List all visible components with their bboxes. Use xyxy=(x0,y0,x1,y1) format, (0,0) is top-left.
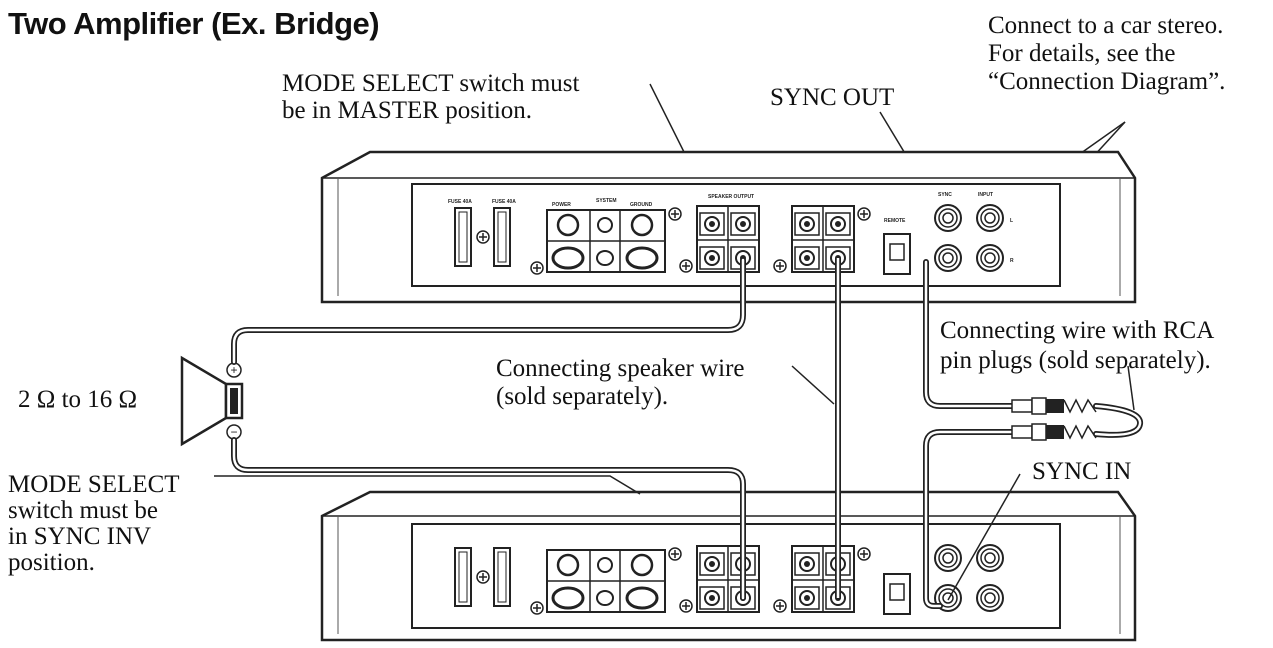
system-text: SYSTEM xyxy=(596,198,617,204)
power-text: POWER xyxy=(552,202,571,208)
sync-in-callout: SYNC IN xyxy=(1032,458,1132,485)
rca-wire-callout: Connecting wire with RCA pin plugs (sold… xyxy=(940,316,1214,376)
mode-sync-inv-line-4: position. xyxy=(8,549,95,576)
speaker-output-b xyxy=(773,205,871,273)
speaker-output-text: SPEAKER OUTPUT xyxy=(708,194,754,200)
amplifier-sync-inv xyxy=(320,490,1137,642)
mode-master-line-2: be in MASTER position. xyxy=(282,97,533,124)
speaker-wire-plus xyxy=(231,257,746,365)
mode-sync-inv-line-3: in SYNC INV xyxy=(8,523,152,550)
rca-jacks-upper: SYNC INPUT L R xyxy=(934,192,1014,272)
remote-jack: REMOTE xyxy=(883,218,911,275)
fuse-b-text: FUSE 40A xyxy=(492,199,516,205)
speaker-output-b-lower xyxy=(773,545,871,613)
plus-polarity-text: + xyxy=(230,363,237,377)
rca-wire-line-1: Connecting wire with RCA xyxy=(940,317,1215,344)
car-stereo-line-1: Connect to a car stereo. xyxy=(988,12,1224,39)
impedance-label: 2 Ω to 16 Ω xyxy=(18,386,138,413)
rca-wire-line-2: pin plugs (sold separately). xyxy=(940,347,1211,374)
remote-jack-lower xyxy=(883,573,911,615)
rca-plug-lower xyxy=(1011,423,1097,441)
leader-lines-lower xyxy=(214,365,1135,601)
car-stereo-callout: Connect to a car stereo. For details, se… xyxy=(988,12,1225,96)
amplifier-master: FUSE 40A FUSE 40A POWER SYSTEM GROUND xyxy=(320,150,1137,304)
speaker-output-a-lower xyxy=(679,545,760,613)
remote-text: REMOTE xyxy=(884,218,906,224)
power-terminal-block-lower xyxy=(530,547,682,615)
minus-polarity-text: − xyxy=(230,425,237,439)
speaker-icon: + − xyxy=(180,355,244,447)
power-terminal-block: POWER SYSTEM GROUND xyxy=(530,198,682,275)
speaker-wire-line-2: (sold separately). xyxy=(496,383,669,410)
rca-plug-upper xyxy=(1011,397,1097,415)
mode-sync-inv-line-1: MODE SELECT xyxy=(8,471,180,498)
speaker-wire-callout: Connecting speaker wire (sold separately… xyxy=(496,355,745,411)
mode-master-line-1: MODE SELECT switch must xyxy=(282,70,580,97)
sync-text: SYNC xyxy=(938,192,952,198)
speaker-wire-minus xyxy=(231,437,746,601)
mode-sync-inv-callout: MODE SELECT switch must be in SYNC INV p… xyxy=(8,472,180,576)
fuse-holders-lower xyxy=(454,547,511,607)
r-text: R xyxy=(1010,258,1014,264)
l-text: L xyxy=(1010,218,1013,224)
mode-master-callout: MODE SELECT switch must be in MASTER pos… xyxy=(282,70,579,124)
speaker-wire-line-1: Connecting speaker wire xyxy=(496,355,745,382)
fuse-a-text: FUSE 40A xyxy=(448,199,472,205)
ground-text: GROUND xyxy=(630,202,653,208)
sync-out-callout: SYNC OUT xyxy=(770,84,895,111)
input-text: INPUT xyxy=(978,192,993,198)
car-stereo-line-3: “Connection Diagram”. xyxy=(988,68,1226,95)
rca-sync-cable xyxy=(923,259,1143,609)
speaker-output-a: SPEAKER OUTPUT xyxy=(679,194,760,273)
page-title: Two Amplifier (Ex. Bridge) xyxy=(8,6,380,41)
car-stereo-line-2: For details, see the xyxy=(988,40,1176,67)
fuse-holders: FUSE 40A FUSE 40A xyxy=(448,199,516,267)
mode-sync-inv-line-2: switch must be xyxy=(8,497,158,524)
